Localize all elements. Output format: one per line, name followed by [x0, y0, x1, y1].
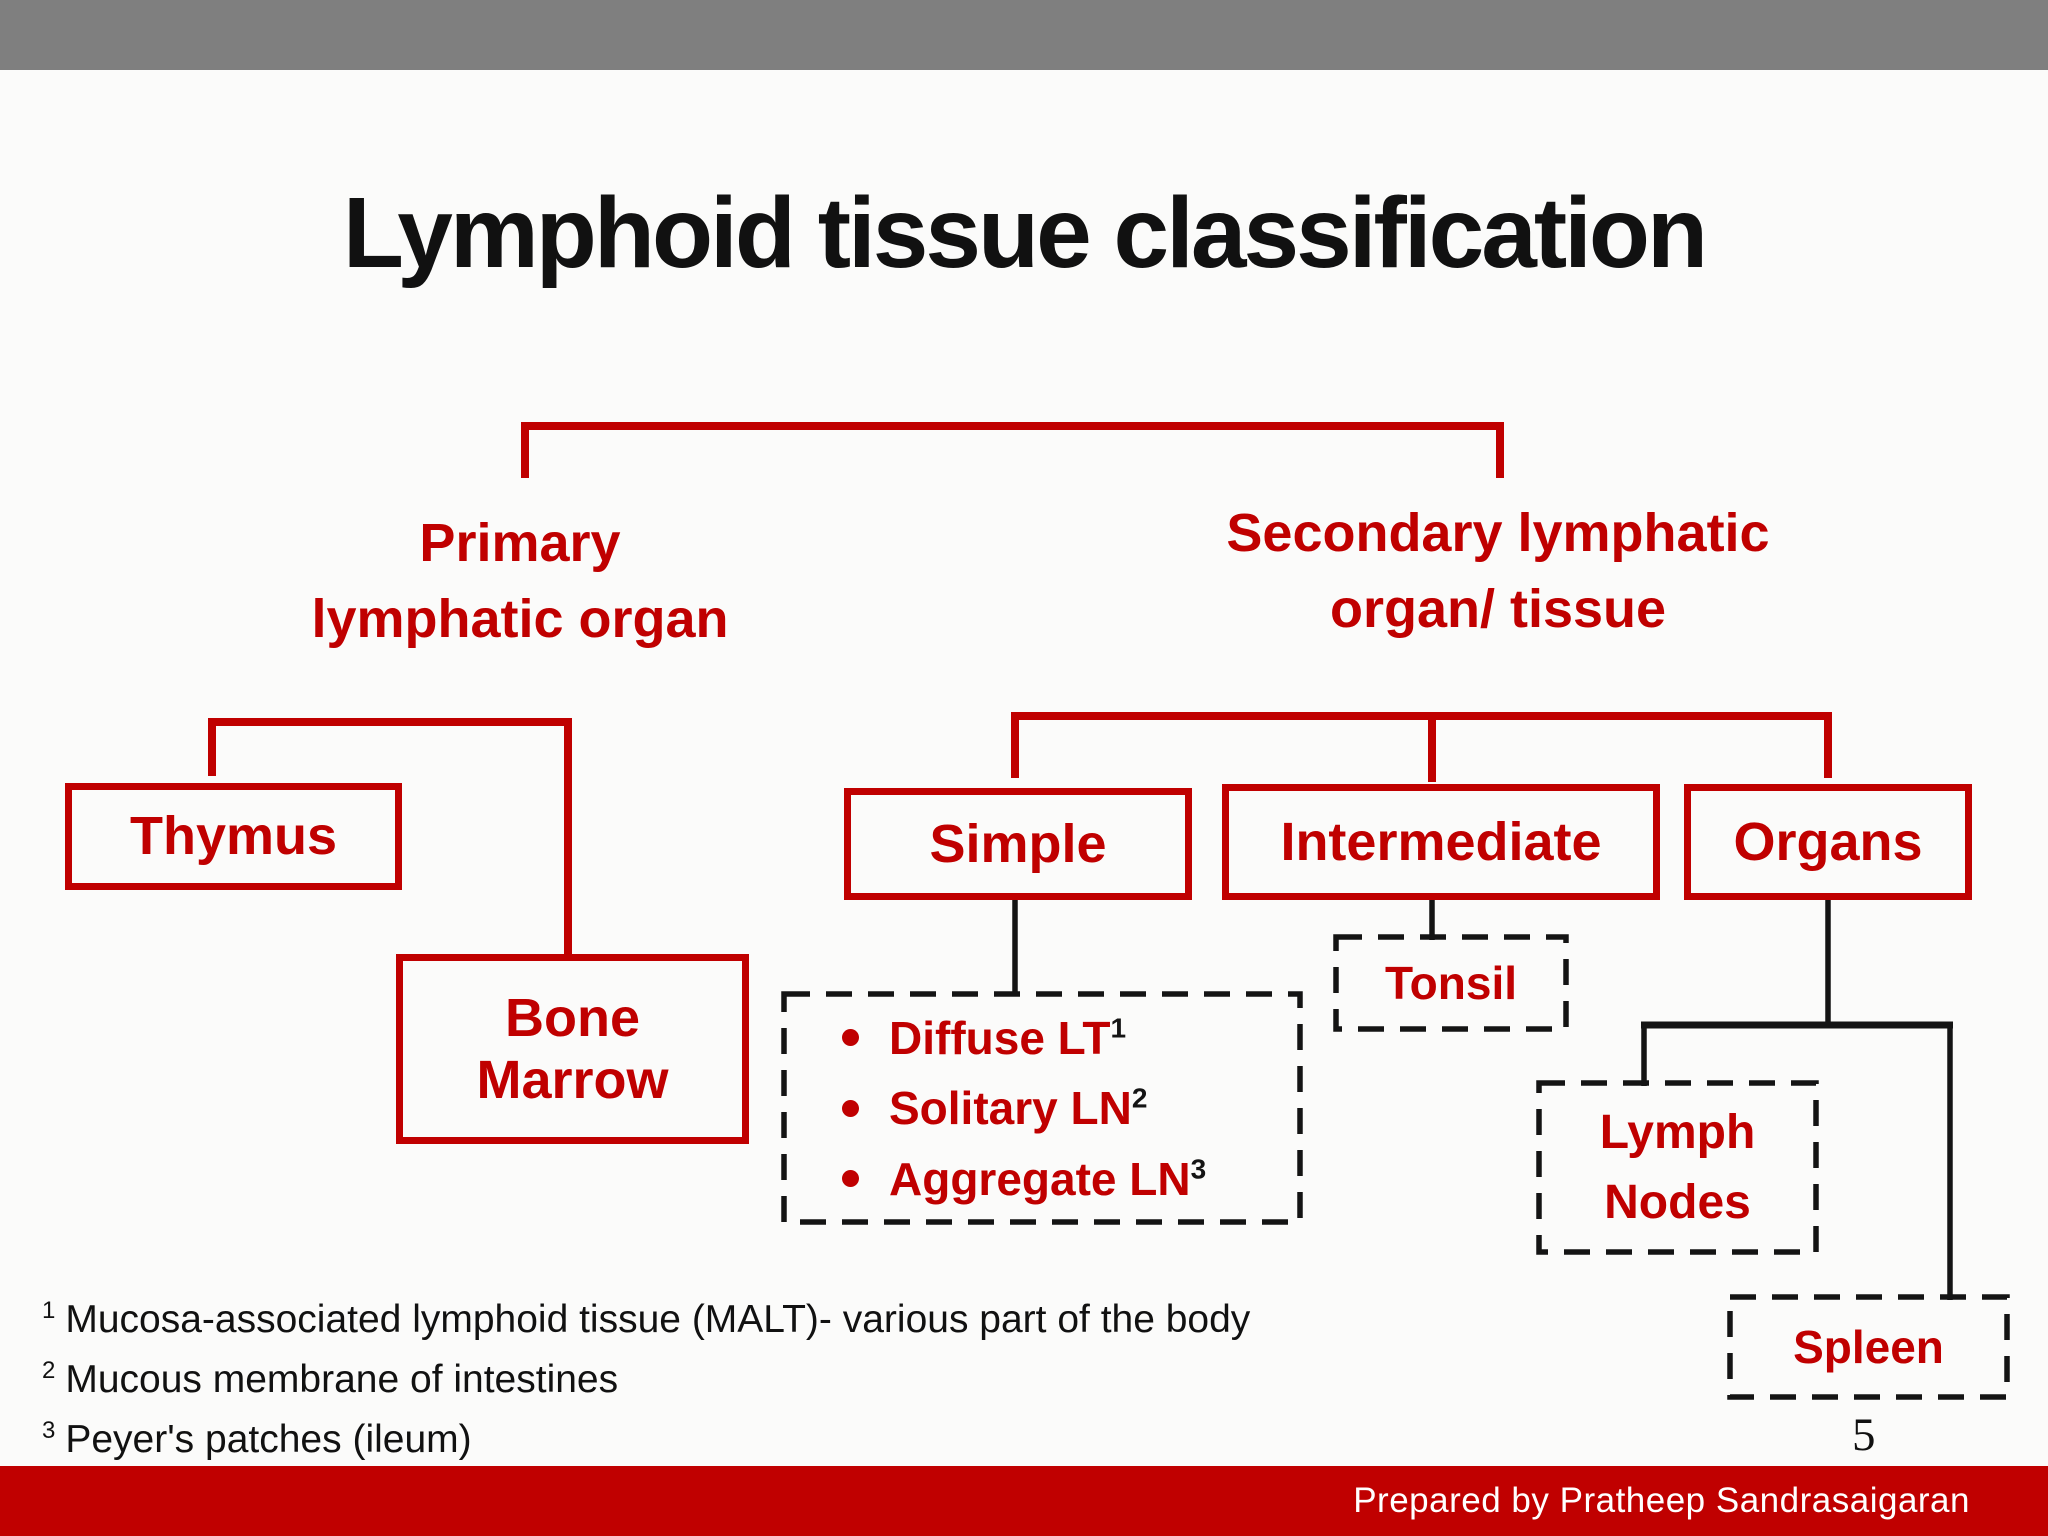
node-secondary-lymphatic-organ: Secondary lymphatic organ/ tissue: [1148, 496, 1848, 647]
node-bone-marrow-line2: Marrow: [476, 1050, 669, 1110]
node-organs: Organs: [1684, 784, 1972, 900]
spleen-dashed-box: [1727, 1294, 2010, 1400]
node-spleen-label: Spleen: [1793, 1321, 1944, 1373]
top-gray-bar: [0, 0, 2048, 70]
bullet-icon: [842, 1170, 859, 1187]
footnote-3-superscript: 3: [42, 1417, 56, 1444]
node-lymph-nodes-line2: Nodes: [1604, 1175, 1751, 1229]
list-item: Aggregate LN3: [842, 1152, 1300, 1206]
tonsil-dashed-box: [1333, 934, 1569, 1032]
node-secondary-line1: Secondary lymphatic: [1226, 503, 1770, 563]
node-simple-label: Simple: [929, 813, 1107, 874]
footnote-1: 1 Mucosa-associated lymphoid tissue (MALT…: [42, 1290, 1250, 1350]
list-item-superscript: 3: [1190, 1153, 1207, 1185]
connector-root-bracket: [521, 422, 1504, 478]
footer-credit-text: Prepared by Pratheep Sandrasaigaran: [1353, 1481, 1970, 1520]
node-bone-marrow: Bone Marrow: [396, 954, 749, 1144]
list-item-superscript: 2: [1131, 1082, 1148, 1114]
list-item: Diffuse LT1: [842, 1011, 1300, 1065]
node-thymus-label: Thymus: [129, 806, 338, 867]
slide-title: Lymphoid tissue classification: [342, 177, 1708, 289]
footnote-1-text: Mucosa-associated lymphoid tissue (MALT)…: [65, 1298, 1251, 1341]
node-tonsil-label: Tonsil: [1384, 957, 1518, 1009]
footnote-3-text: Peyer's patches (ileum): [65, 1418, 472, 1461]
bullet-icon: [842, 1029, 859, 1046]
footnotes: 1 Mucosa-associated lymphoid tissue (MALT…: [42, 1290, 1250, 1470]
page-number: 5: [1852, 1409, 1876, 1461]
node-thymus: Thymus: [65, 783, 402, 890]
node-lymph-nodes: Lymph Nodes: [1539, 1083, 1816, 1252]
node-intermediate: Intermediate: [1222, 784, 1660, 900]
list-item-label: Diffuse LT: [889, 1011, 1111, 1064]
node-primary-line1: Primary: [419, 513, 621, 573]
connector-secondary-bracket: [1011, 712, 1832, 778]
bullet-icon: [842, 1099, 859, 1117]
lymph-nodes-dashed-box: [1536, 1080, 1819, 1255]
footer-bar: Prepared by Pratheep Sandrasaigaran: [0, 1466, 2048, 1536]
simple-types-list: Diffuse LT1 Solitary LN2 Aggregate LN3: [784, 994, 1300, 1222]
node-bone-marrow-line1: Bone: [505, 987, 640, 1048]
node-primary-line2: lymphatic organ: [311, 588, 729, 649]
node-spleen: Spleen: [1730, 1297, 2007, 1397]
list-item-label: Solitary LN: [889, 1082, 1132, 1134]
node-primary-lymphatic-organ: Primary lymphatic organ: [220, 506, 820, 657]
footnote-3: 3 Peyer's patches (ileum): [42, 1410, 1250, 1470]
simple-list-dashed-box: [781, 991, 1303, 1225]
node-lymph-nodes-line1: Lymph: [1599, 1105, 1756, 1159]
list-item: Solitary LN2: [842, 1081, 1300, 1135]
node-secondary-line2: organ/ tissue: [1329, 578, 1667, 639]
footnote-2-superscript: 2: [42, 1357, 56, 1384]
footnote-1-superscript: 1: [42, 1297, 56, 1324]
connector-primary-bracket: [208, 718, 572, 958]
list-item-superscript: 1: [1110, 1012, 1127, 1044]
node-intermediate-label: Intermediate: [1280, 811, 1602, 872]
node-simple: Simple: [844, 788, 1192, 900]
footnote-2-text: Mucous membrane of intestines: [65, 1358, 619, 1401]
node-organs-label: Organs: [1733, 811, 1923, 872]
footnote-2: 2 Mucous membrane of intestines: [42, 1350, 1250, 1410]
list-item-label: Aggregate LN: [889, 1152, 1191, 1205]
node-tonsil: Tonsil: [1336, 937, 1566, 1029]
